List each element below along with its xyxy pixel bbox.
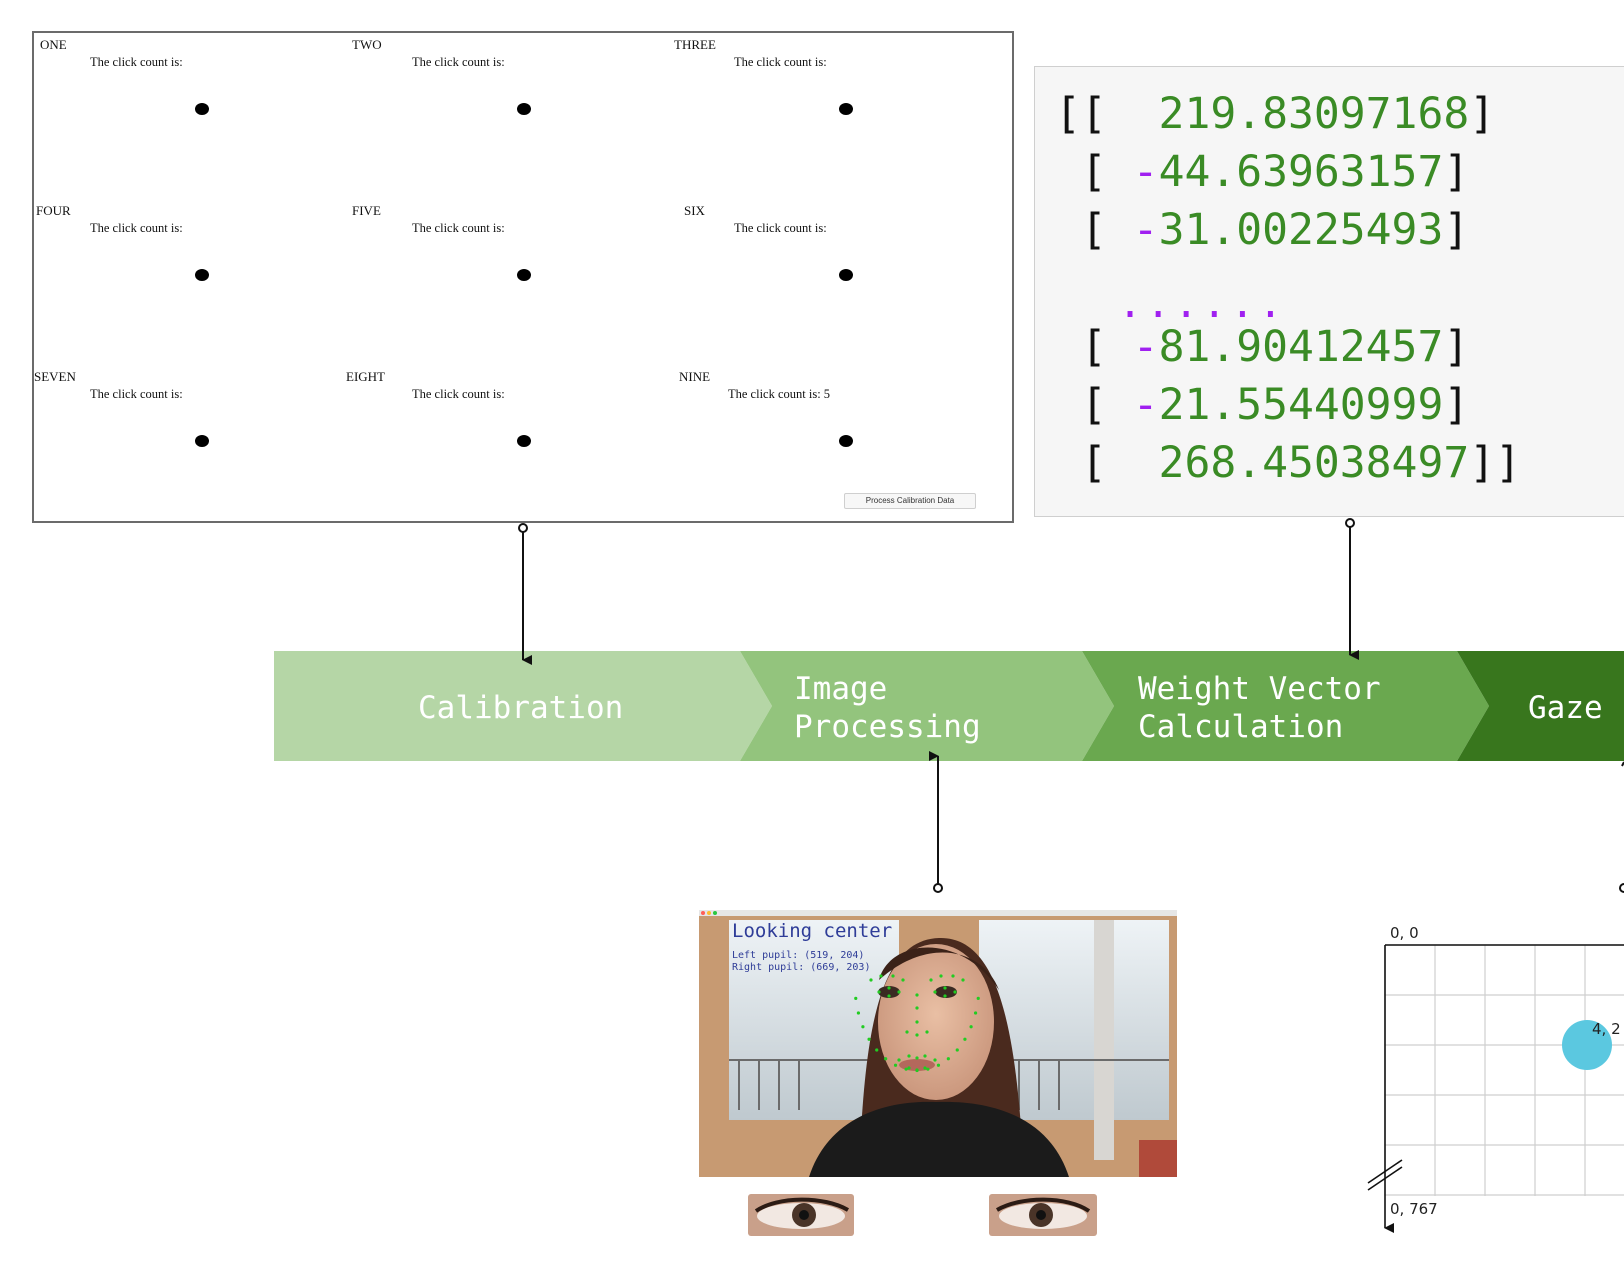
matrix-bracket-open: [ (1055, 438, 1133, 488)
calibration-target-dot[interactable] (839, 435, 853, 447)
click-count-label: The click count is: (412, 221, 505, 235)
click-count-label: The click count is: (90, 55, 183, 69)
matrix-ellipsis: ...... (1118, 281, 1287, 327)
grid-bottom-label: 0, 767 (1390, 1200, 1438, 1218)
matrix-row: [ -31.00225493] (1055, 205, 1469, 255)
click-count-label: The click count is: (734, 221, 827, 235)
right-eye-crop (989, 1194, 1097, 1236)
minimize-icon[interactable] (707, 911, 711, 915)
webcam-frame: Looking center Left pupil: (519, 204) Ri… (699, 910, 1177, 1177)
matrix-bracket-close: ] (1443, 322, 1470, 372)
click-count-label: The click count is: (412, 387, 505, 401)
calibration-target-dot[interactable] (517, 435, 531, 447)
calibration-target-dot[interactable] (195, 103, 209, 115)
matrix-bracket-open: [ (1055, 380, 1133, 430)
matrix-bracket-close: ] (1443, 147, 1470, 197)
gaze-grid-axes (1367, 944, 1624, 1233)
stage-gaze-label: Gaze (1528, 690, 1603, 726)
matrix-row: [ -81.90412457] (1055, 322, 1469, 372)
click-count-label: The click count is: (90, 387, 183, 401)
matrix-row: [ 268.45038497]] (1055, 438, 1521, 488)
calibration-cell-four[interactable]: FOUR The click count is: (34, 199, 356, 365)
matrix-bracket-close: ]] (1469, 438, 1521, 488)
matrix-bracket-open: [ (1055, 205, 1133, 255)
webcam-titlebar (699, 910, 1177, 916)
calibration-cell-title: FOUR (36, 203, 71, 218)
stage-weight-vector-label: Weight Vector Calculation (1138, 671, 1381, 745)
matrix-bracket-close: ] (1443, 205, 1470, 255)
calibration-cell-six[interactable]: SIX The click count is: (678, 199, 1000, 365)
matrix-value: -81.90412457 (1132, 322, 1444, 372)
matrix-value: 268.45038497 (1132, 438, 1470, 488)
click-count-label: The click count is: 5 (728, 387, 831, 401)
matrix-value: -44.63963157 (1132, 147, 1444, 197)
matrix-bracket-close: ] (1443, 380, 1470, 430)
calibration-target-dot[interactable] (195, 435, 209, 447)
connector-calibration (518, 523, 532, 665)
calibration-cell-title: EIGHT (346, 369, 385, 384)
connector-gaze (1619, 761, 1624, 893)
matrix-value: -31.00225493 (1132, 205, 1444, 255)
click-count-label: The click count is: (90, 221, 183, 235)
calibration-target-dot[interactable] (839, 269, 853, 281)
calibration-cell-seven[interactable]: SEVEN The click count is: (34, 365, 356, 531)
click-count-label: The click count is: (412, 55, 505, 69)
calibration-cell-title: ONE (40, 37, 67, 52)
connector-image-processing (929, 751, 943, 893)
weight-vector-output: [[ 219.83097168] [ -44.63963157] [ -31.0… (1034, 66, 1624, 517)
gaze-point-label: 4, 2 (1592, 1020, 1621, 1038)
matrix-bracket-open: [ (1055, 322, 1133, 372)
calibration-cell-title: SEVEN (34, 369, 76, 384)
calibration-cell-title: THREE (674, 37, 716, 52)
matrix-row: [[ 219.83097168] (1055, 89, 1495, 139)
calibration-cell-title: TWO (352, 37, 382, 52)
left-pupil-label: Left pupil: (519, 204) (732, 950, 865, 961)
calibration-target-dot[interactable] (195, 269, 209, 281)
calibration-cell-title: SIX (684, 203, 705, 218)
matrix-value: -21.55440999 (1132, 380, 1444, 430)
close-icon[interactable] (701, 911, 705, 915)
matrix-row: [ -44.63963157] (1055, 147, 1469, 197)
process-calibration-button[interactable]: Process Calibration Data (844, 493, 976, 509)
calibration-target-dot[interactable] (839, 103, 853, 115)
calibration-cell-five[interactable]: FIVE The click count is: (352, 199, 678, 365)
matrix-bracket-open: [[ (1055, 89, 1133, 139)
connector-weight-vector (1345, 518, 1359, 660)
calibration-cell-title: NINE (679, 369, 711, 384)
stage-image-processing-label: Image Processing (794, 671, 981, 745)
grid-origin-label: 0, 0 (1390, 924, 1419, 942)
calibration-cell-nine[interactable]: NINE The click count is: 5 (678, 365, 1000, 531)
looking-direction-label: Looking center (732, 920, 893, 942)
webcam-image (699, 910, 1177, 1177)
calibration-cell-one[interactable]: ONE The click count is: (34, 33, 356, 199)
left-eye-crop (748, 1194, 854, 1236)
calibration-cell-three[interactable]: THREE The click count is: (674, 33, 1000, 199)
right-pupil-label: Right pupil: (669, 203) (732, 962, 871, 973)
matrix-row: [ -21.55440999] (1055, 380, 1469, 430)
calibration-cell-two[interactable]: TWO The click count is: (352, 33, 678, 199)
calibration-panel: ONE The click count is: TWO The click count… (32, 31, 1014, 523)
matrix-bracket-open: [ (1055, 147, 1133, 197)
stage-calibration-label: Calibration (418, 690, 624, 726)
click-count-label: The click count is: (734, 55, 827, 69)
matrix-bracket-close: ] (1469, 89, 1496, 139)
calibration-target-dot[interactable] (517, 269, 531, 281)
calibration-cell-eight[interactable]: EIGHT The click count is: (346, 365, 678, 531)
zoom-icon[interactable] (713, 911, 717, 915)
calibration-target-dot[interactable] (517, 103, 531, 115)
matrix-value: 219.83097168 (1132, 89, 1470, 139)
calibration-cell-title: FIVE (352, 203, 381, 218)
gaze-grid (1384, 944, 1624, 1196)
